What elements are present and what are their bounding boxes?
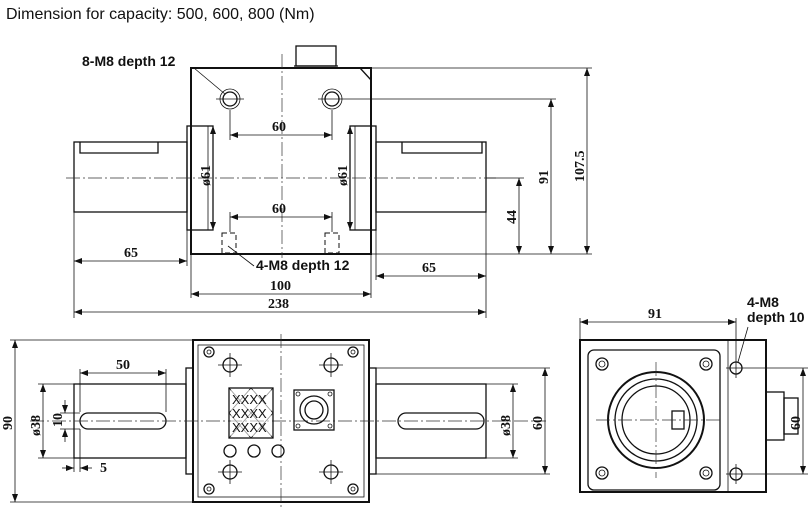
side-view: 91 4-M8 depth 10 60: [579, 294, 808, 493]
label-plate: XXXX XXXX XXXX: [228, 387, 274, 439]
dim-5: 5: [100, 461, 107, 476]
bottom-tapped-hole-left: [221, 232, 237, 254]
side-connector-body: [765, 391, 785, 441]
corner-screw-tr: [347, 346, 359, 358]
led-1: [223, 444, 237, 458]
right-shaft: [375, 141, 487, 213]
top-view: 60 60 ø61 ø61 8-M8 depth 12 4-M8 depth 1…: [66, 45, 592, 318]
side-screw-tr: [699, 357, 713, 371]
dim-91-side: 91: [648, 307, 662, 322]
bottom-tapped-hole-right: [324, 232, 340, 254]
note-top-holes: 8-M8 depth 12: [82, 53, 176, 69]
drawing-caption: Dimension for capacity: 500, 600, 800 (N…: [6, 6, 315, 23]
dim-60-front: 60: [531, 416, 546, 430]
front-hole-bl: [218, 460, 242, 484]
top-connector: [295, 45, 337, 67]
label-line-3: XXXX: [232, 420, 267, 435]
dim-dia61-left: ø61: [199, 165, 214, 186]
side-screw-br: [699, 466, 713, 480]
dim-91-top: 91: [537, 170, 552, 184]
front-view: XXXX XXXX XXXX 50 ø38 10: [1, 334, 550, 508]
dim-107-5: 107.5: [573, 151, 588, 183]
led-2: [247, 444, 261, 458]
front-hole-br: [319, 460, 343, 484]
front-hole-tl: [218, 353, 242, 377]
side-connector-cap: [783, 397, 799, 435]
corner-screw-br: [347, 483, 359, 495]
top-hole-right: [318, 88, 346, 110]
side-screw-bl: [595, 466, 609, 480]
dim-dia38-right: ø38: [499, 415, 514, 436]
corner-screw-bl: [203, 483, 215, 495]
dim-238: 238: [268, 297, 289, 312]
front-hole-tr: [319, 353, 343, 377]
top-housing: [190, 67, 372, 255]
top-hole-left: [216, 88, 244, 110]
label-line-2: XXXX: [232, 406, 267, 421]
corner-screw-tl: [203, 346, 215, 358]
dim-dia61-right: ø61: [336, 165, 351, 186]
front-right-shaft: [375, 383, 487, 459]
dim-90: 90: [1, 416, 16, 430]
note-bottom-holes: 4-M8 depth 12: [256, 257, 350, 273]
side-m8-hole-top: [726, 358, 746, 378]
dim-44: 44: [505, 210, 520, 224]
dim-60-lower: 60: [272, 202, 286, 217]
side-m8-hole-bottom: [726, 464, 746, 484]
dim-50: 50: [116, 358, 130, 373]
square-connector: [293, 389, 335, 431]
side-screw-tl: [595, 357, 609, 371]
note-side-depth: depth 10: [747, 309, 805, 325]
dim-100: 100: [270, 279, 291, 294]
note-side-m8: 4-M8: [747, 294, 779, 310]
led-3: [271, 444, 285, 458]
dim-60-side: 60: [789, 416, 804, 430]
dim-60-upper: 60: [272, 120, 286, 135]
left-shaft: [73, 141, 188, 213]
label-line-1: XXXX: [232, 392, 267, 407]
dim-dia38-left: ø38: [29, 415, 44, 436]
dim-65-right: 65: [422, 261, 436, 276]
dim-10: 10: [51, 413, 66, 427]
dim-65-left: 65: [124, 246, 138, 261]
